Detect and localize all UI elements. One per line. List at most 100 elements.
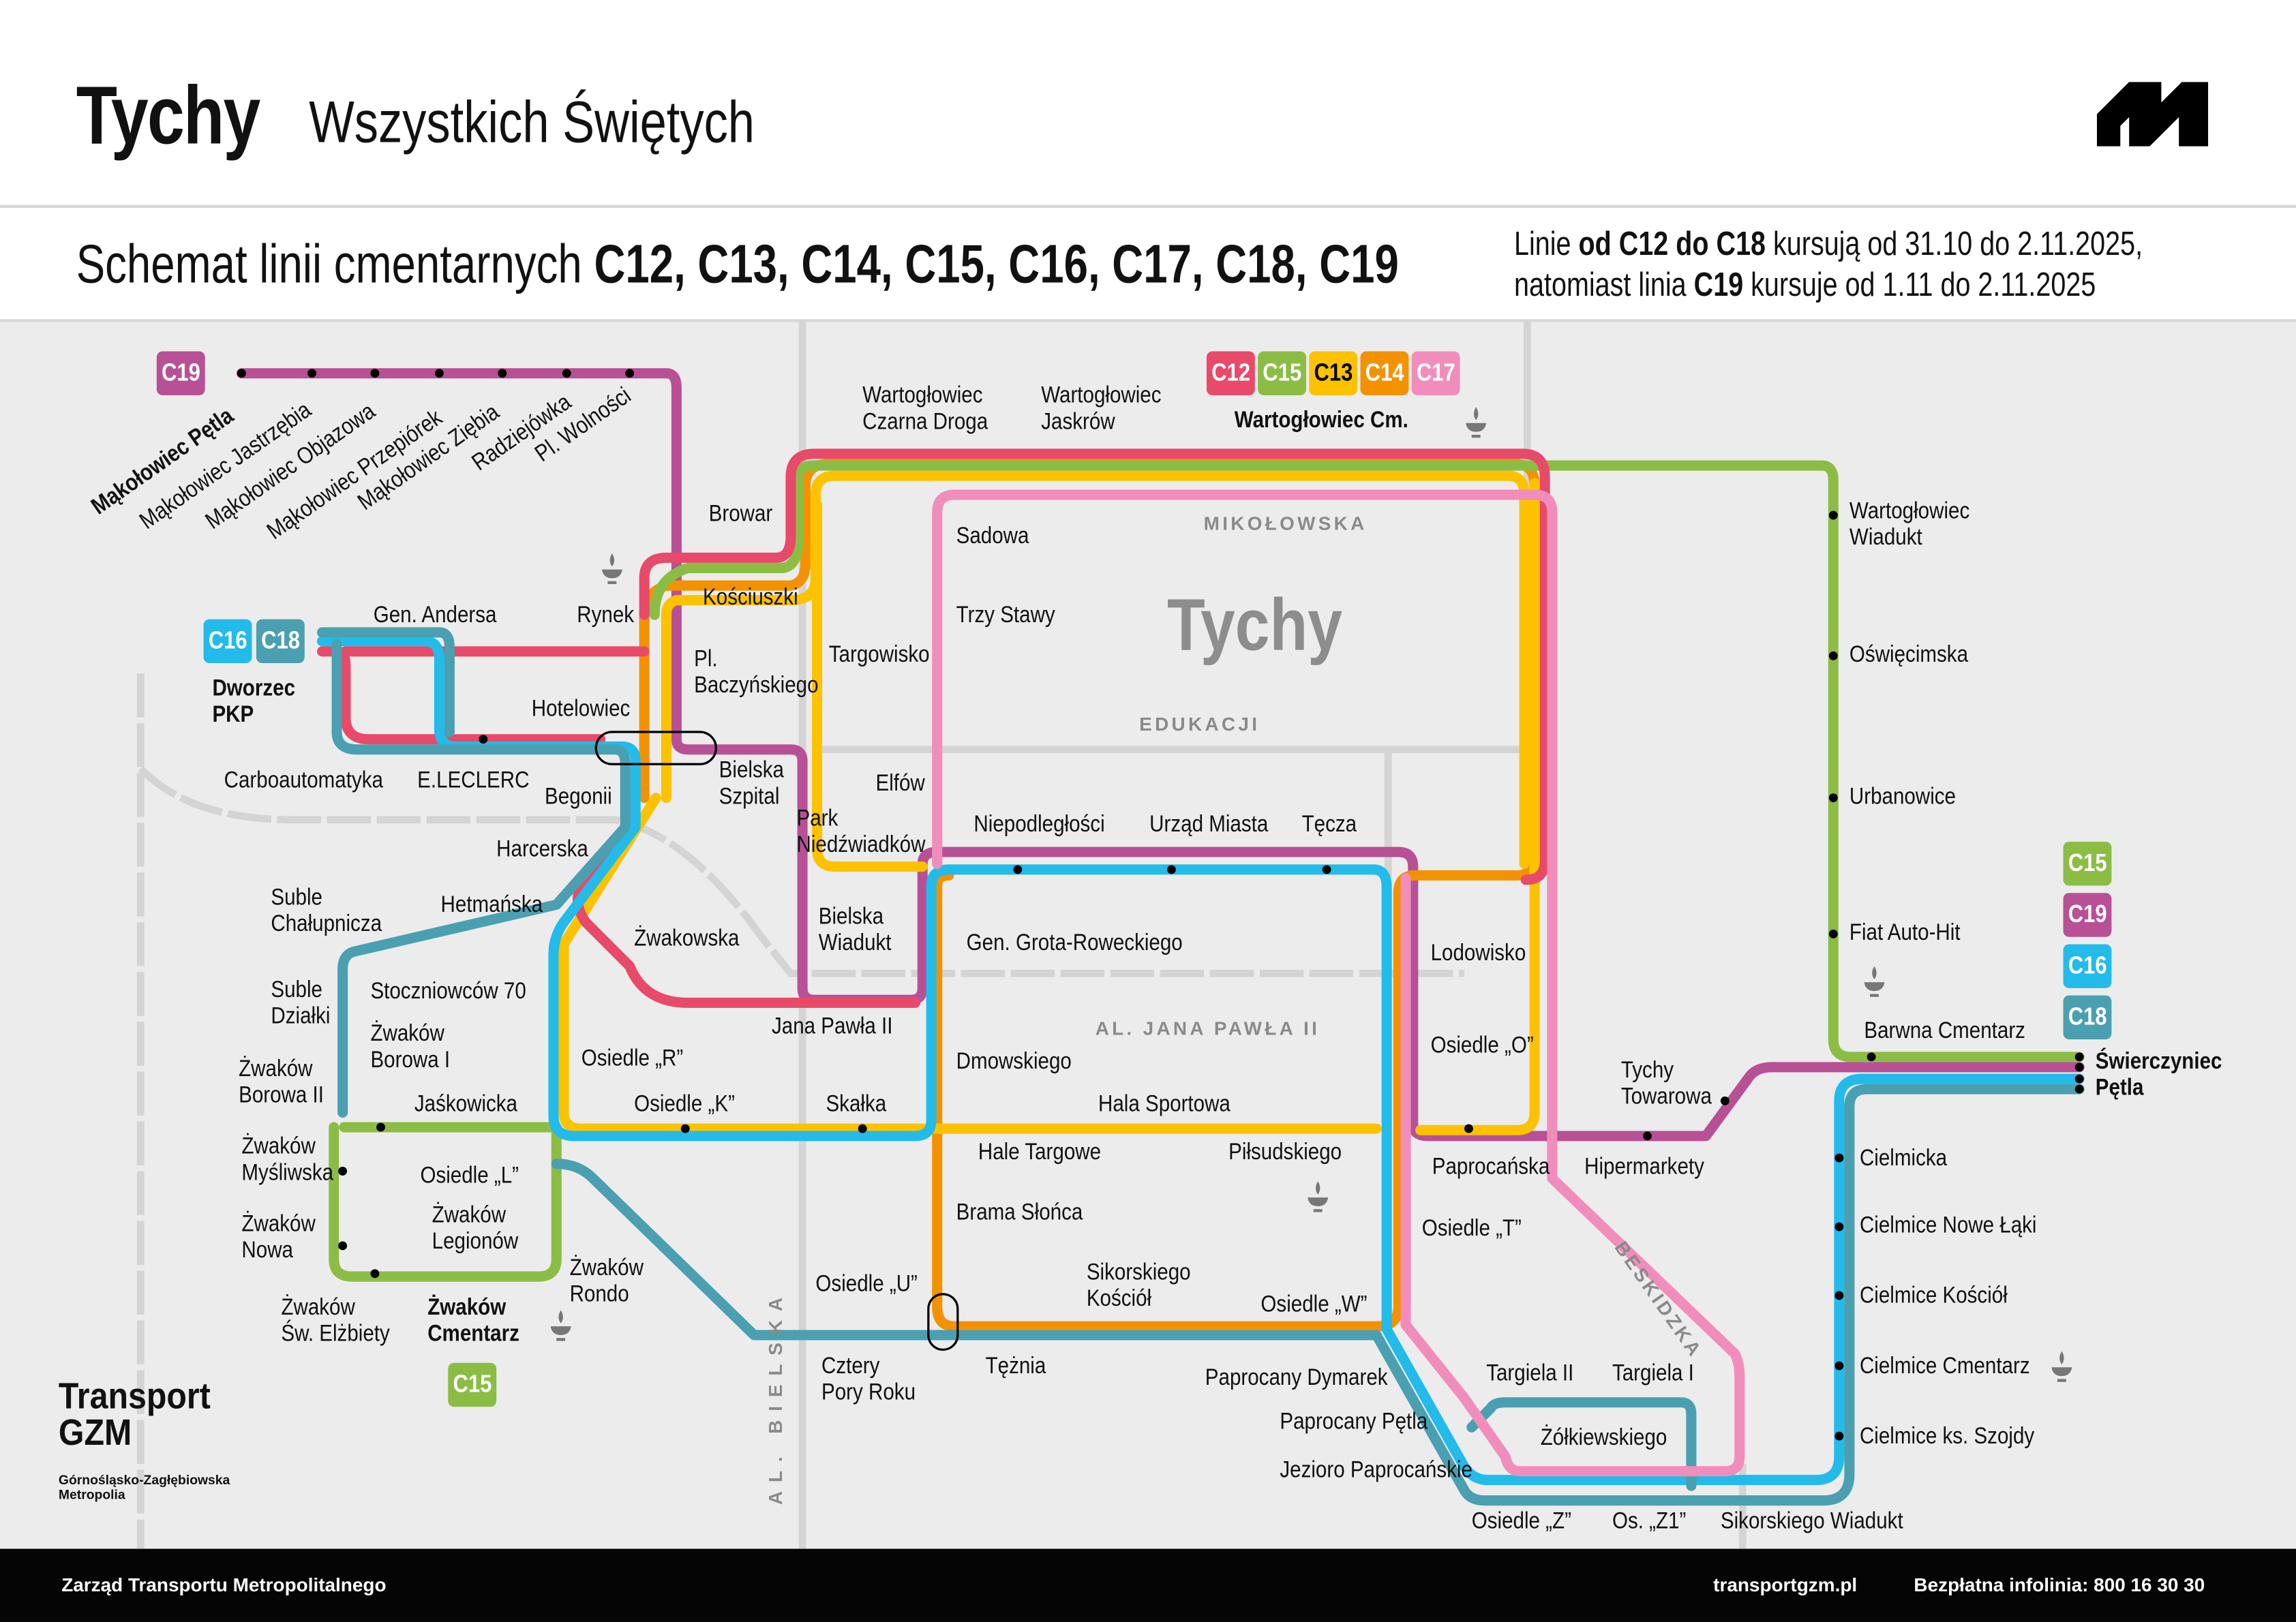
station-label-borowa1: Żwaków Borowa I bbox=[370, 1022, 451, 1073]
cemetery-candle-icon bbox=[597, 553, 626, 585]
gzm-logo-icon bbox=[2096, 82, 2209, 147]
station-label-lodow: Lodowisko bbox=[1430, 941, 1526, 966]
station-label-trzy: Trzy Stawy bbox=[956, 602, 1055, 628]
station-label-jaskrow: Wartogłowiec Jaskrów bbox=[1041, 383, 1162, 435]
station-label-teznia: Tężnia bbox=[985, 1353, 1046, 1379]
line-badge-c12: C12 bbox=[1206, 351, 1255, 395]
stop-dot bbox=[237, 369, 246, 378]
station-label-grota: Gen. Grota-Roweckiego bbox=[966, 931, 1183, 956]
station-label-fiat: Fiat Auto-Hit bbox=[1849, 921, 1961, 946]
station-label-sikk: Sikorskiego Kościół bbox=[1086, 1260, 1191, 1312]
station-label-osz: Osiedle „Z” bbox=[1471, 1509, 1571, 1535]
footer-org: Zarząd Transportu Metropolitalnego bbox=[61, 1574, 387, 1596]
schema-prefix: Schemat linii cmentarnych bbox=[76, 234, 594, 294]
line-badge-c19: C19 bbox=[156, 351, 205, 395]
station-label-zolk: Żółkiewskiego bbox=[1540, 1426, 1667, 1451]
station-label-swier: Świerczyniec Pętla bbox=[2095, 1050, 2222, 1101]
line-badge-c16: C16 bbox=[203, 619, 252, 664]
station-label-szojdy: Cielmice ks. Szojdy bbox=[1859, 1424, 2035, 1450]
metropolia-label: Górnośląsko-Zagłębiowska Metropolia bbox=[58, 1472, 230, 1502]
station-label-targ2: Targiela II bbox=[1486, 1361, 1574, 1387]
stop-dot bbox=[562, 369, 571, 378]
station-label-cielm: Cielmicka bbox=[1859, 1146, 1948, 1172]
footer-website-link[interactable]: transportgzm.pl bbox=[1713, 1574, 1858, 1596]
station-label-begonii: Begonii bbox=[545, 784, 612, 810]
stop-dot bbox=[338, 1241, 348, 1251]
cemetery-candle-icon bbox=[546, 1310, 575, 1342]
stop-dot bbox=[370, 369, 380, 378]
station-label-park: Park Niedźwiadków bbox=[796, 806, 926, 858]
street-edukacji: EDUKACJI bbox=[1139, 713, 1260, 735]
station-label-niepod: Niepodległości bbox=[973, 812, 1105, 838]
stop-dot bbox=[1464, 1124, 1473, 1133]
stop-dot bbox=[338, 1166, 348, 1176]
station-label-hetman: Hetmańska bbox=[440, 893, 543, 918]
station-label-nowa: Żwaków Nowa bbox=[241, 1212, 316, 1264]
line-badge-c18: C18 bbox=[256, 619, 305, 664]
stop-dot bbox=[2074, 1084, 2084, 1094]
station-label-hale: Hale Targowe bbox=[978, 1140, 1102, 1165]
city-title: Tychy bbox=[76, 68, 261, 162]
street-bielska: AL. BIELSKA bbox=[764, 1289, 787, 1505]
station-label-sadowa: Sadowa bbox=[956, 523, 1029, 549]
line-badge-c14: C14 bbox=[1360, 351, 1409, 395]
station-label-osl: Osiedle „L” bbox=[420, 1163, 519, 1189]
stop-dot bbox=[434, 369, 444, 378]
station-label-andersa: Gen. Andersa bbox=[373, 602, 497, 628]
badge-label: C17 bbox=[1416, 358, 1455, 387]
header: Tychy Wszystkich Świętych bbox=[0, 0, 2296, 209]
station-label-targow: Targowisko bbox=[828, 642, 930, 668]
station-label-urzad: Urząd Miasta bbox=[1149, 812, 1269, 838]
subheader: Schemat linii cmentarnych C12, C13, C14,… bbox=[0, 208, 2296, 322]
station-label-elzb: Żwaków Św. Elżbiety bbox=[281, 1295, 390, 1347]
stop-dot bbox=[1867, 1052, 1876, 1062]
station-label-legion: Żwaków Legionów bbox=[432, 1203, 519, 1255]
line-badge-c16: C16 bbox=[2063, 944, 2112, 988]
schema-title: Schemat linii cmentarnych C12, C13, C14,… bbox=[76, 234, 1399, 296]
station-label-baczyn: Pl. Baczyńskiego bbox=[694, 647, 819, 699]
station-label-hala: Hala Sportowa bbox=[1098, 1092, 1230, 1117]
route-c15 bbox=[649, 460, 2085, 1062]
stop-dot bbox=[1322, 865, 1331, 874]
event-title: Wszystkich Świętych bbox=[309, 91, 755, 155]
station-label-osz1: Os. „Z1” bbox=[1612, 1509, 1687, 1535]
station-label-towar: Tychy Towarowa bbox=[1620, 1058, 1712, 1110]
badge-label: C19 bbox=[2068, 900, 2107, 928]
stop-dot bbox=[1834, 1431, 1844, 1441]
route-c18 bbox=[317, 627, 631, 1118]
route-c13 bbox=[812, 500, 928, 872]
station-label-nowel: Cielmice Nowe Łąki bbox=[1859, 1213, 2037, 1239]
stop-dot bbox=[625, 369, 635, 378]
line-badge-c18: C18 bbox=[2063, 995, 2112, 1040]
station-label-leclerc: E.LECLERC bbox=[417, 768, 530, 794]
station-label-targ1: Targiela I bbox=[1612, 1361, 1694, 1387]
interchange-marker bbox=[927, 1293, 959, 1351]
badge-label: C15 bbox=[2068, 848, 2107, 877]
station-label-bwiadukt: Bielska Wiadukt bbox=[818, 904, 892, 956]
cemetery-candle-icon bbox=[1860, 966, 1889, 998]
cemetery-candle-icon bbox=[1462, 407, 1491, 439]
station-label-wcm: Wartogłowiec Cm. bbox=[1234, 408, 1408, 433]
stop-dot bbox=[1828, 510, 1838, 520]
station-label-elfow: Elfów bbox=[875, 771, 925, 797]
street-mikolowska: MIKOŁOWSKA bbox=[1203, 512, 1368, 535]
stop-dot bbox=[1834, 1222, 1844, 1231]
line-badge-c19: C19 bbox=[2063, 893, 2112, 937]
line-badge-c13: C13 bbox=[1309, 351, 1358, 395]
stop-dot bbox=[680, 1124, 690, 1133]
route-c13 bbox=[558, 793, 1382, 1134]
notice-text: natomiast linia bbox=[1514, 264, 1694, 303]
station-label-hotel: Hotelowiec bbox=[531, 697, 631, 722]
city-map-label: Tychy bbox=[1166, 584, 1343, 667]
route-c12 bbox=[317, 646, 606, 745]
notice-text: Linie bbox=[1514, 224, 1579, 262]
station-label-carbo: Carboautomatyka bbox=[224, 768, 383, 794]
station-label-osw: Osiedle „W” bbox=[1260, 1292, 1368, 1318]
station-label-borowa2: Żwaków Borowa II bbox=[239, 1056, 324, 1109]
street-jana-pawla: AL. JANA PAWŁA II bbox=[1095, 1017, 1320, 1040]
station-label-osu: Osiedle „U” bbox=[815, 1272, 918, 1298]
route-c17 bbox=[932, 489, 1745, 1477]
notice-bold: od C12 do C18 bbox=[1578, 224, 1766, 262]
station-label-stocz: Stoczniowców 70 bbox=[370, 979, 526, 1005]
